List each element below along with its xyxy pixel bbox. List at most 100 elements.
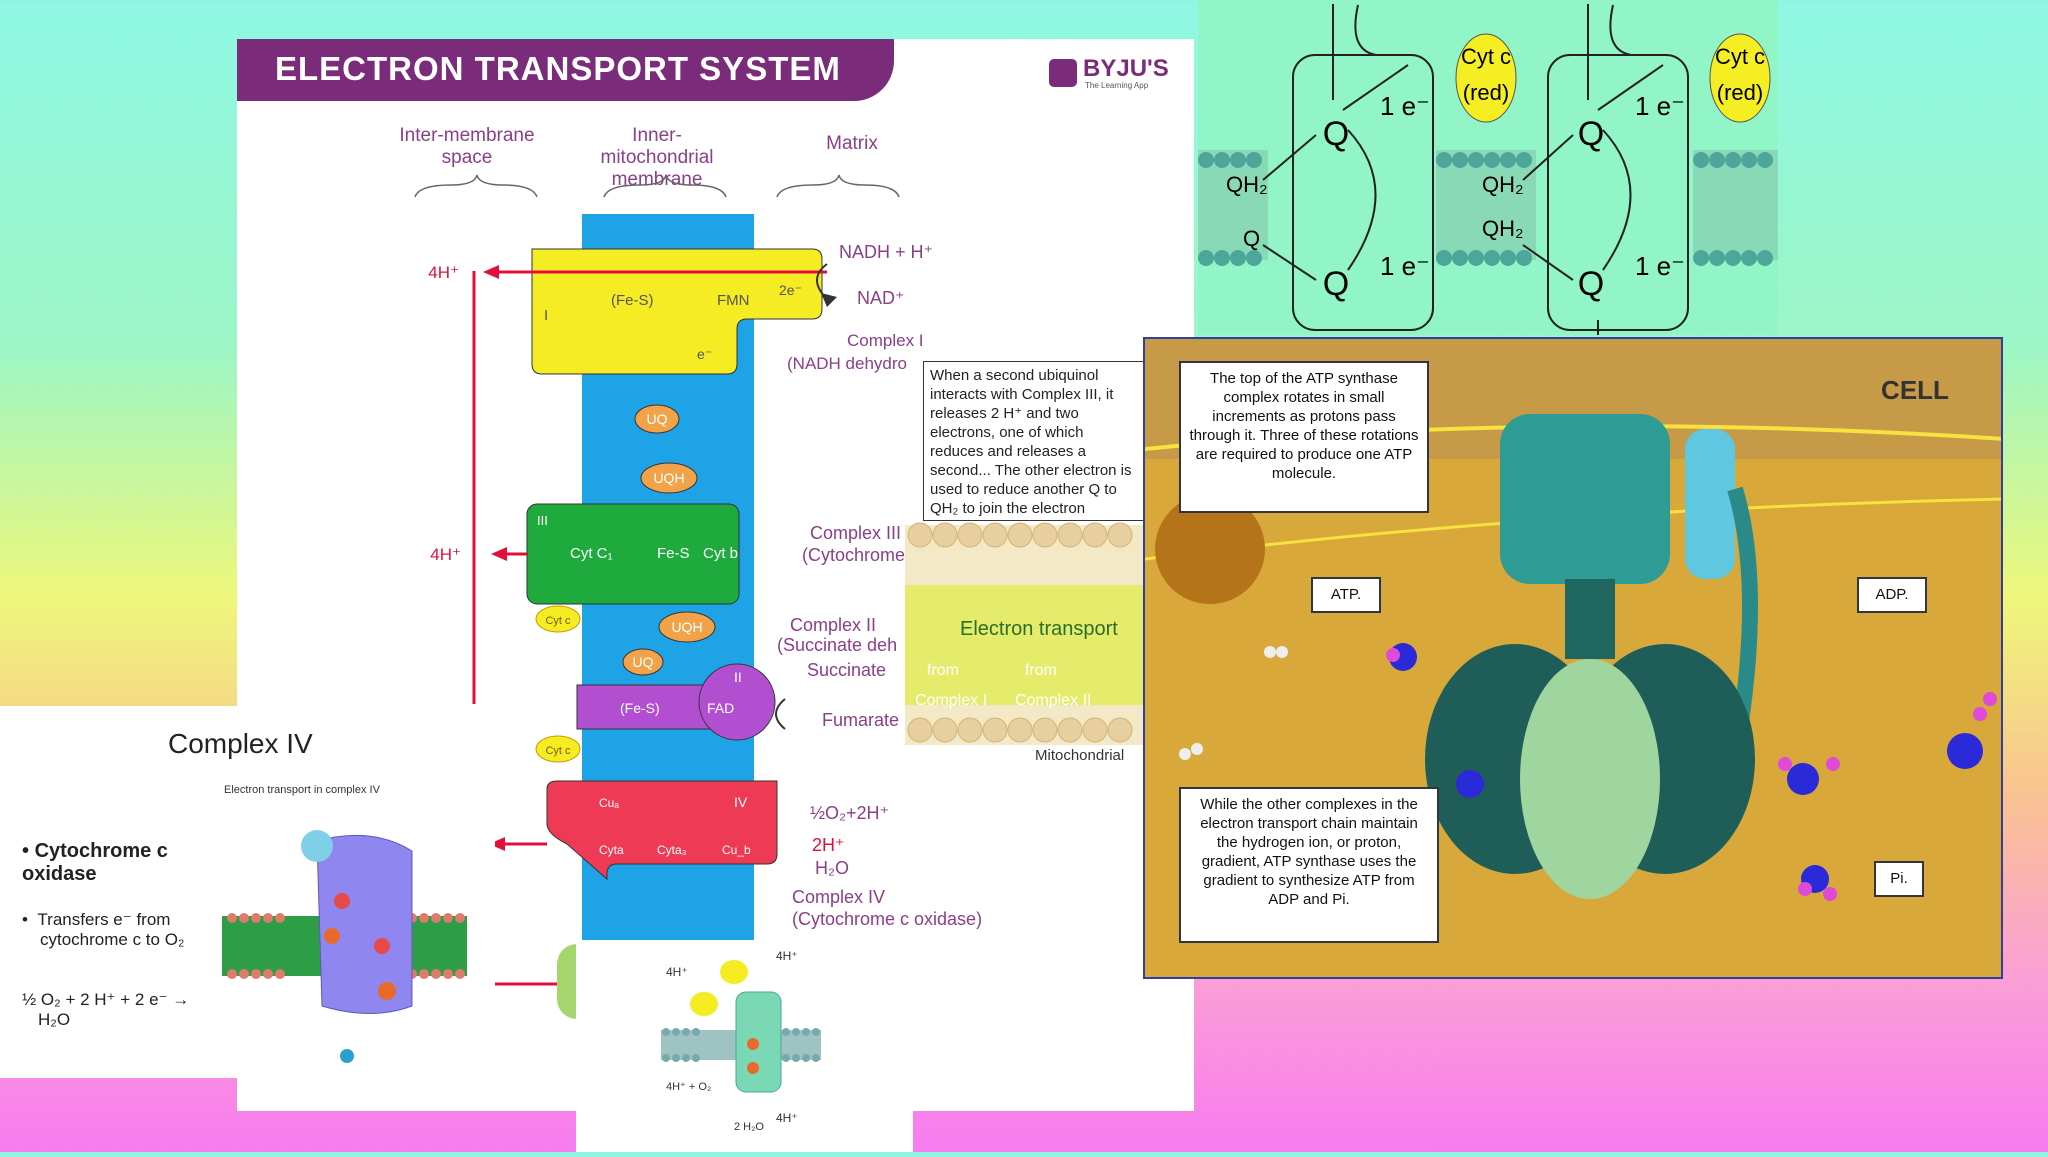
byjus-logo-text: BYJU'S [1083, 55, 1169, 82]
complex-iii-name: Complex III [810, 523, 901, 543]
e-label: e⁻ [697, 346, 712, 362]
complex-i-shape [531, 248, 823, 375]
complex-iv-title: Complex IV [168, 728, 313, 759]
cytb-label: Cyt b [703, 545, 738, 562]
cub-label: Cu_b [722, 843, 751, 857]
one-e-label-2: 1 e⁻ [1380, 251, 1430, 281]
small-label-4: 2 H₂O [734, 1121, 764, 1133]
complex-iv-roman: IV [734, 794, 748, 810]
small-label-2: 4H⁺ [666, 965, 688, 979]
electron-transport-label: Electron transport [960, 618, 1118, 640]
small-cytc-2 [690, 992, 718, 1016]
bullet2a-text: Transfers e⁻ from [37, 910, 171, 929]
fes-label-1: (Fe-S) [611, 292, 654, 309]
equation-block: ½ O₂ + 2 H⁺ + 2 e⁻ → H₂O [22, 990, 189, 1030]
qh2-label-mid-2: QH₂ [1482, 216, 1524, 241]
stator-arm [1685, 429, 1735, 579]
q-plain-label: Q [1243, 226, 1260, 251]
h-plus-mid-label: 4H⁺ [430, 545, 461, 564]
qh2-label-mid-1: QH₂ [1482, 172, 1524, 197]
complex-iii-box-right [1547, 54, 1689, 331]
atp-synthase-panel: CELL The top of the ATP synthase complex… [1143, 337, 2003, 979]
complex-ii-roman: II [734, 669, 742, 685]
uq-label-2: UQ [633, 654, 654, 670]
cytc-red-left [1455, 33, 1517, 123]
complex-iv-slide: Complex IV • Cytochrome c oxidase • Tran… [0, 706, 495, 1078]
callout-adp: ADP. [1857, 577, 1927, 613]
membrane-lipids-right [1693, 150, 1778, 266]
uq-oval-1 [634, 404, 680, 434]
h-plus-top-label: 4H⁺ [428, 263, 459, 282]
two-h-label: 2H⁺ [812, 835, 845, 855]
uq-label-1: UQ [647, 411, 668, 427]
qh2-label-left: QH₂ [1226, 172, 1268, 197]
one-e-label-1: 1 e⁻ [1380, 91, 1430, 121]
complex-iv-figure [222, 830, 467, 1063]
fad-label: FAD [707, 700, 734, 716]
complex-ii-head [698, 663, 776, 741]
complex-iv-figure-caption: Electron transport in complex IV [224, 784, 380, 796]
q-label-top-right: Q [1578, 115, 1604, 153]
uqh-label-1: UQH [653, 470, 684, 486]
callout-pi: Pi. [1874, 861, 1924, 897]
qcycle-note-box: When a second ubiquinol interacts with C… [923, 361, 1147, 521]
membrane-photo-svg: Electron transport from Complex I from C… [905, 505, 1145, 765]
bullet-cytochrome-oxidase: • Cytochrome c oxidase [22, 840, 212, 886]
ets-title-bar [237, 39, 894, 101]
bullet2b-text: cytochrome c to O₂ [40, 930, 185, 949]
from-label-1: from [927, 662, 959, 679]
small-label-3: 4H⁺ + O₂ [666, 1081, 711, 1093]
h2o-label: H₂O [815, 858, 849, 878]
membrane-lipids-left [1198, 150, 1268, 266]
cytc-label-a: Cyt c [545, 615, 571, 627]
complex-iv-shape [546, 780, 778, 881]
cytc-ball [301, 830, 333, 862]
uqh-oval-2 [658, 611, 716, 643]
fmn-label: FMN [717, 292, 750, 309]
cell-logo: CELL [1881, 375, 1949, 405]
complex-iii-roman: III [537, 513, 548, 528]
q-label-top-left: Q [1323, 115, 1349, 153]
bullet-dot-2: • [22, 910, 38, 929]
atp-lobe-center [1520, 659, 1660, 899]
small-cytc-1 [720, 960, 748, 984]
one-e-label-4: 1 e⁻ [1635, 251, 1685, 281]
callout-rotation: The top of the ATP synthase complex rota… [1179, 361, 1429, 513]
bullet-dot-1: • [22, 840, 35, 862]
cytc-red-right [1709, 33, 1771, 123]
atp-rotor-top [1500, 414, 1670, 584]
cytc-label-left: Cyt c [1461, 44, 1511, 69]
bullet2-line1: • Transfers e⁻ from [22, 910, 185, 930]
complex-i-roman: I [544, 307, 548, 324]
complex-iii-subname: (Cytochrome [802, 545, 905, 565]
small-label-1: 4H⁺ [776, 949, 798, 963]
equation-line1: ½ O₂ + 2 H⁺ + 2 e⁻ → [22, 990, 190, 1009]
complex-iv-name: Complex IV [792, 887, 885, 907]
uq-oval-2 [622, 648, 664, 676]
orange-sphere [1155, 494, 1265, 604]
q-label-bottom-left: Q [1323, 265, 1349, 303]
complex-i-name: Complex I [847, 331, 924, 350]
cytc1-label: Cyt C₁ [570, 545, 613, 562]
callout-atp: ATP. [1311, 577, 1381, 613]
succinate-label: Succinate [807, 660, 886, 680]
cyta3-label: Cyta₃ [657, 843, 687, 857]
complex-i-photo-label: Complex I [915, 692, 987, 709]
small-complex-figure: 4H⁺ 4H⁺ 4H⁺ + O₂ 2 H₂O 4H⁺ [576, 940, 913, 1152]
q-cycle-diagram: Cyt c (red) Cyt c (red) Q Q Q Q 1 e⁻ 1 e… [1198, 0, 1778, 335]
fes-label-2: (Fe-S) [620, 700, 660, 716]
complex-ii-photo-label: Complex II [1015, 692, 1091, 709]
uqh-oval-1 [640, 462, 698, 494]
bullet1-text: Cytochrome c oxidase [22, 840, 168, 885]
byjus-logo: BYJU'S The Learning App [1049, 55, 1179, 95]
mitochondrial-caption: Mitochondrial [1035, 747, 1124, 764]
cytc-label-b: Cyt c [545, 745, 571, 757]
membrane-photo: Electron transport from Complex I from C… [905, 505, 1145, 765]
cyta-label: Cyta [599, 843, 624, 857]
nad-label: NAD⁺ [857, 288, 905, 308]
region-label-intermembrane: Inter-membrane space [399, 125, 535, 168]
two-e-label: 2e⁻ [779, 282, 802, 298]
cytc-oval-b [535, 735, 581, 763]
ets-title: ELECTRON TRANSPORT SYSTEM [275, 50, 841, 87]
small-label-5: 4H⁺ [776, 1111, 798, 1125]
